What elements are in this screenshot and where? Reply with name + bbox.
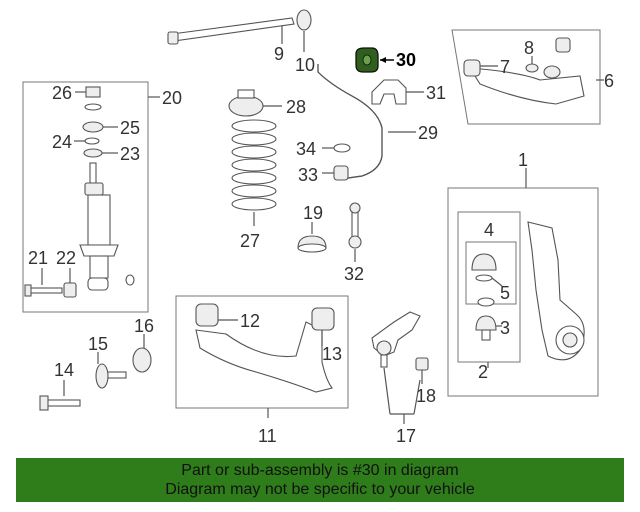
lower-arm-box <box>175 295 349 409</box>
callout-30[interactable]: 30 <box>396 50 416 70</box>
callout-8[interactable]: 8 <box>524 38 534 58</box>
callout-5[interactable]: 5 <box>500 283 510 303</box>
callout-6[interactable]: 6 <box>604 71 614 91</box>
bolt-14-head <box>39 395 49 411</box>
bolt-head <box>24 284 32 297</box>
part-14-bolt[interactable] <box>45 399 81 407</box>
shock-rod <box>89 162 97 184</box>
part-3-ball-joint[interactable] <box>475 315 497 331</box>
upper-bushing <box>555 37 571 53</box>
callout-4[interactable]: 4 <box>484 220 494 240</box>
shock-assembly-box <box>22 81 149 313</box>
ball-joint-box <box>457 211 521 363</box>
stabilizer-group: 29 30 31 34 33 <box>296 47 446 185</box>
part-23-bushing[interactable] <box>83 148 103 158</box>
shock-lower-eye <box>87 277 109 291</box>
callout-34[interactable]: 34 <box>296 139 316 159</box>
ball-joint-ring <box>477 297 495 307</box>
mount-stud <box>237 89 255 99</box>
callout-12[interactable]: 12 <box>240 311 260 331</box>
callout-27[interactable]: 27 <box>240 231 260 251</box>
shock-collar <box>79 244 119 257</box>
part-9-strut-rod[interactable] <box>171 17 295 42</box>
upper-control-arm[interactable] <box>468 67 585 105</box>
strut-rod-end <box>167 31 179 45</box>
bushing-hole <box>362 54 372 66</box>
strut-rod-group: 9 10 <box>167 9 315 75</box>
upper-arm-group: 6 7 8 <box>451 29 614 125</box>
part-25-bushing[interactable] <box>82 121 104 133</box>
callout-26[interactable]: 26 <box>52 83 72 103</box>
callout-32[interactable]: 32 <box>344 264 364 284</box>
callout-10[interactable]: 10 <box>295 55 315 75</box>
callout-31[interactable]: 31 <box>426 83 446 103</box>
callout-9[interactable]: 9 <box>274 44 284 64</box>
cam-bolt-group: 14 15 16 <box>39 316 154 411</box>
callout-21[interactable]: 21 <box>28 248 48 268</box>
callout-15[interactable]: 15 <box>88 334 108 354</box>
shock-bump-clip <box>125 274 135 286</box>
part-28-spring-mount[interactable] <box>228 95 264 117</box>
part-5-ring[interactable] <box>475 274 493 282</box>
callout-1[interactable]: 1 <box>518 150 528 170</box>
coil-spring-group: 28 27 <box>228 89 306 251</box>
callout-28[interactable]: 28 <box>286 97 306 117</box>
callout-22[interactable]: 22 <box>56 248 76 268</box>
part-12-bushing[interactable] <box>195 303 219 327</box>
shock-lower-body <box>89 255 109 279</box>
callout-3[interactable]: 3 <box>500 318 510 338</box>
part-18-nut[interactable] <box>415 357 429 371</box>
callout-14[interactable]: 14 <box>54 360 74 380</box>
callout-29[interactable]: 29 <box>418 123 438 143</box>
suspension-exploded-diagram: 20 26 25 24 23 21 22 9 <box>22 9 614 446</box>
part-10-cushion[interactable] <box>296 9 312 31</box>
part-15-cam-bolt[interactable] <box>105 371 127 379</box>
part-8-nut[interactable] <box>525 63 539 73</box>
bump-stopper-group: 19 <box>297 203 327 253</box>
part-33-bushing[interactable] <box>333 165 349 181</box>
upper-arm-box <box>451 29 601 125</box>
shock-absorber-group: 20 26 25 24 23 21 22 <box>22 81 182 313</box>
callout-16[interactable]: 16 <box>134 316 154 336</box>
callout-2[interactable]: 2 <box>478 362 488 382</box>
callout-11[interactable]: 11 <box>258 426 277 446</box>
banner-line-disclaimer: Diagram may not be specific to your vehi… <box>165 481 475 498</box>
callout-18[interactable]: 18 <box>416 386 436 406</box>
lower-arm-group: 11 12 13 <box>175 295 349 446</box>
callout-23[interactable]: 23 <box>120 144 140 164</box>
knuckle-group: 1 2 4 5 3 <box>447 150 599 397</box>
shock-upper-cap <box>84 182 104 196</box>
cam-plate <box>95 363 109 389</box>
part-13-bushing[interactable] <box>311 307 335 331</box>
part-washer[interactable] <box>84 103 102 111</box>
stabilizer-link-group: 32 <box>344 202 364 284</box>
lower-ball-joint-group: 17 18 <box>371 311 436 446</box>
callout-19[interactable]: 19 <box>303 203 323 223</box>
callout-17[interactable]: 17 <box>396 426 416 446</box>
knuckle-box <box>447 187 599 397</box>
part-21-bolt[interactable] <box>27 287 63 294</box>
part-26-nut[interactable] <box>85 86 101 98</box>
callout-7[interactable]: 7 <box>500 57 510 77</box>
lower-control-arm[interactable] <box>195 321 333 393</box>
part-34-washer[interactable] <box>333 143 351 153</box>
banner-line-part: Part or sub-assembly is #30 in diagram <box>181 462 459 479</box>
callout-25[interactable]: 25 <box>120 118 140 138</box>
part-22-bushing[interactable] <box>63 282 77 298</box>
part-27-coil-spring[interactable] <box>231 119 277 211</box>
upper-ball-joint <box>543 65 561 79</box>
shock-body[interactable] <box>87 194 111 246</box>
callout-13[interactable]: 13 <box>322 344 342 364</box>
callout-33[interactable]: 33 <box>298 165 318 185</box>
part-16-cam-washer[interactable] <box>132 347 152 373</box>
part-7-bushing[interactable] <box>463 59 481 77</box>
info-banner: Part or sub-assembly is #30 in diagram D… <box>16 458 624 502</box>
callout-20[interactable]: 20 <box>162 88 182 108</box>
part-4-boot[interactable] <box>471 253 497 271</box>
callout-24[interactable]: 24 <box>52 132 72 152</box>
part-31-bracket[interactable] <box>371 79 407 105</box>
part-24-washer[interactable] <box>84 137 100 145</box>
